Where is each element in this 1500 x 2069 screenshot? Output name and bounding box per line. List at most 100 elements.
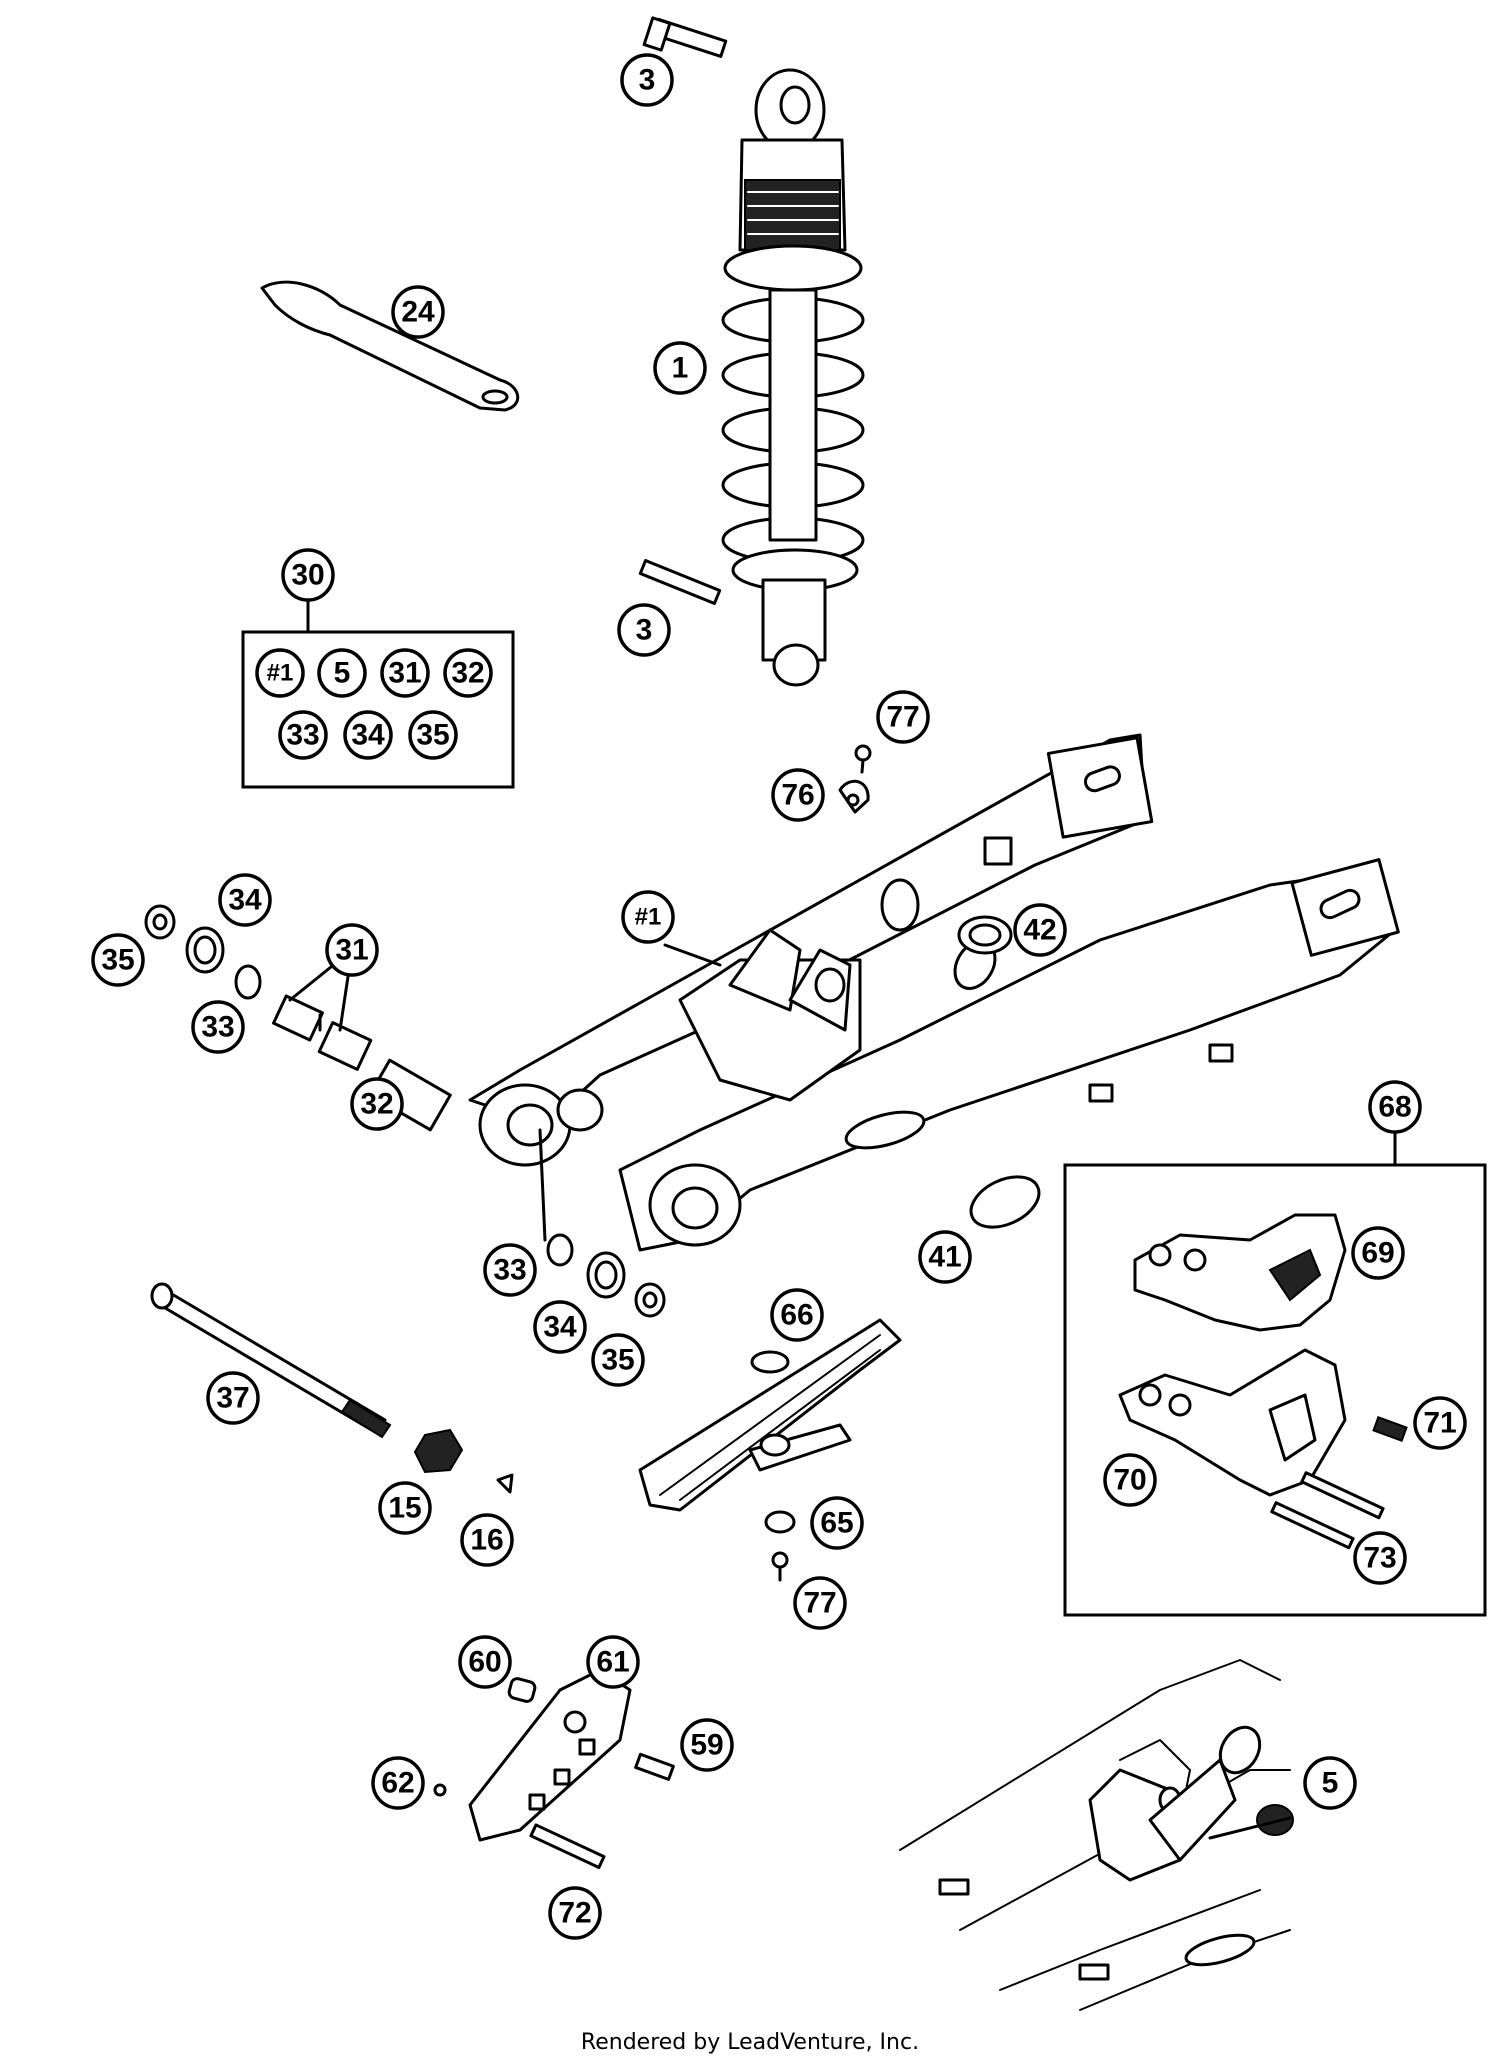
kit-30-item-5[interactable]: 5 [317, 648, 367, 698]
nut-15 [413, 1428, 464, 1474]
svg-text:72: 72 [558, 1897, 591, 1930]
callout-24[interactable]: 24 [391, 285, 445, 339]
callout-5[interactable]: 5 [1303, 1756, 1357, 1810]
svg-text:1: 1 [672, 352, 689, 385]
svg-text:31: 31 [388, 657, 421, 690]
pivot-parts-left [144, 904, 452, 1132]
callout-swingarm-1[interactable]: #1 [621, 890, 675, 944]
svg-text:73: 73 [1363, 1542, 1396, 1575]
svg-text:33: 33 [493, 1254, 526, 1287]
svg-text:5: 5 [334, 657, 351, 690]
callout-68[interactable]: 68 [1368, 1080, 1422, 1134]
callout-30[interactable]: 30 [281, 548, 335, 602]
svg-text:15: 15 [388, 1492, 421, 1525]
callout-76[interactable]: 76 [771, 768, 825, 822]
callout-33-top[interactable]: 33 [191, 1000, 245, 1054]
kit-30-item-34[interactable]: 34 [343, 710, 393, 760]
svg-text:37: 37 [216, 1382, 249, 1415]
leader-lines [318, 943, 1292, 1840]
callout-35-top[interactable]: 35 [91, 933, 145, 987]
callout-77-top[interactable]: 77 [876, 690, 930, 744]
callout-34-bottom[interactable]: 34 [533, 1300, 587, 1354]
chain-slider-66 [638, 1318, 902, 1512]
svg-text:42: 42 [1023, 914, 1056, 947]
callout-41[interactable]: 41 [918, 1230, 972, 1284]
chain-guide-69 [1133, 1213, 1347, 1332]
render-credit: Rendered by LeadVenture, Inc. [580, 2030, 920, 2055]
bolt-bottom [638, 559, 722, 605]
clip-76 [838, 779, 870, 814]
kit-30-item-35[interactable]: 35 [408, 710, 458, 760]
shock-bottom-eye [772, 643, 820, 687]
spacer-60 [507, 1677, 537, 1703]
callout-34-top[interactable]: 34 [218, 873, 272, 927]
callout-62[interactable]: 62 [371, 1756, 425, 1810]
svg-text:69: 69 [1361, 1237, 1394, 1270]
svg-text:60: 60 [468, 1646, 501, 1679]
svg-text:33: 33 [201, 1011, 234, 1044]
svg-text:35: 35 [101, 944, 134, 977]
pivot-parts-lower [538, 1128, 666, 1318]
callout-3-bottom[interactable]: 3 [617, 603, 671, 657]
callout-32[interactable]: 32 [350, 1077, 404, 1131]
swingarm [468, 733, 1400, 1252]
svg-text:34: 34 [228, 884, 262, 917]
screw-77-top [854, 744, 872, 774]
svg-text:77: 77 [803, 1587, 836, 1620]
callout-77-bottom[interactable]: 77 [793, 1576, 847, 1630]
callout-15[interactable]: 15 [378, 1481, 432, 1535]
svg-text:5: 5 [1322, 1767, 1339, 1800]
screw-77-bottom [771, 1551, 789, 1582]
callout-60[interactable]: 60 [458, 1635, 512, 1689]
svg-text:35: 35 [601, 1344, 634, 1377]
callout-16[interactable]: 16 [460, 1513, 514, 1567]
callout-73[interactable]: 73 [1353, 1531, 1407, 1585]
axle-37 [150, 1282, 392, 1439]
svg-text:66: 66 [780, 1299, 813, 1332]
spanner-wrench [260, 280, 519, 412]
kit-30-item-32[interactable]: 32 [443, 648, 493, 698]
kit-30-box [241, 630, 515, 789]
kit-30-item-31[interactable]: 31 [380, 648, 430, 698]
callout-59[interactable]: 59 [680, 1718, 734, 1772]
chain-guide-70 [1118, 1348, 1347, 1497]
svg-text:3: 3 [636, 614, 653, 647]
callout-69[interactable]: 69 [1351, 1226, 1405, 1280]
bolt-72 [529, 1823, 606, 1869]
kit-30-item-33[interactable]: 33 [278, 710, 328, 760]
callout-42[interactable]: 42 [1013, 903, 1067, 957]
callout-65[interactable]: 65 [810, 1496, 864, 1550]
callout-31[interactable]: 31 [325, 923, 379, 977]
kit-30-item-1[interactable]: #1 [255, 648, 305, 698]
bolts-73 [1270, 1471, 1385, 1550]
callout-37[interactable]: 37 [206, 1371, 260, 1425]
screw-71 [1372, 1416, 1408, 1442]
svg-text:#1: #1 [267, 660, 294, 687]
callout-66[interactable]: 66 [770, 1288, 824, 1342]
callout-33-bottom[interactable]: 33 [483, 1243, 537, 1297]
svg-text:33: 33 [286, 719, 319, 752]
svg-text:30: 30 [291, 559, 324, 592]
kit-68-box [1063, 1163, 1487, 1617]
callout-72[interactable]: 72 [548, 1886, 602, 1940]
callout-35-bottom[interactable]: 35 [591, 1333, 645, 1387]
nut-5 [1256, 1804, 1294, 1836]
svg-text:41: 41 [928, 1241, 961, 1274]
inset-swingarm-detail [899, 1659, 1294, 2011]
svg-text:70: 70 [1113, 1464, 1146, 1497]
svg-text:32: 32 [451, 657, 484, 690]
callout-70[interactable]: 70 [1103, 1453, 1157, 1507]
svg-text:24: 24 [401, 296, 435, 329]
svg-text:71: 71 [1423, 1407, 1456, 1440]
svg-text:32: 32 [360, 1088, 393, 1121]
svg-text:68: 68 [1378, 1091, 1411, 1124]
callout-1[interactable]: 1 [653, 341, 707, 395]
callout-3-top[interactable]: 3 [620, 53, 674, 107]
bolt-59 [634, 1752, 675, 1781]
callout-61[interactable]: 61 [586, 1635, 640, 1689]
pin-62 [433, 1783, 447, 1797]
shock-thread [744, 179, 841, 251]
callout-71[interactable]: 71 [1413, 1396, 1467, 1450]
shock-absorber [638, 16, 865, 687]
bolt-top [642, 16, 728, 58]
